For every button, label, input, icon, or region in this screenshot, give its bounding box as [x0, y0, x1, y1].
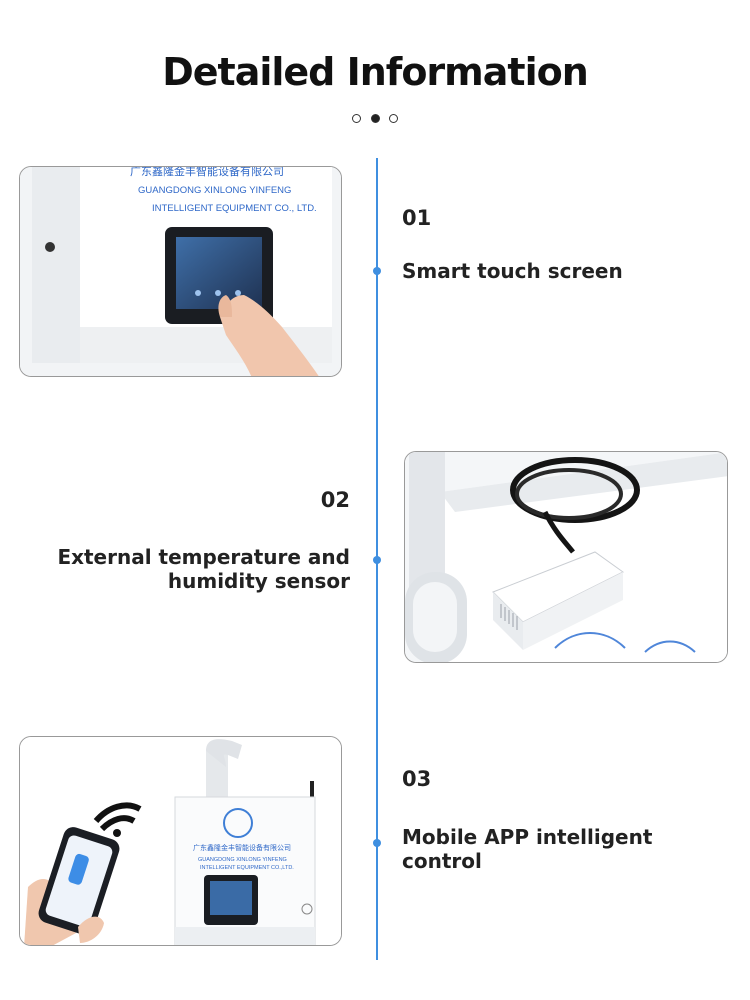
company-name-en-small-1: GUANGDONG XINLONG YINFENG [198, 857, 287, 863]
item-label-03-line-2: control [402, 849, 482, 873]
company-name-en-1: GUANGDONG XINLONG YINFENG [138, 185, 291, 196]
item-number-02: 02 [320, 488, 350, 512]
item-number-03: 03 [402, 767, 432, 791]
company-name-en-small-2: INTELLIGENT EQUIPMENT CO.,LTD. [200, 865, 294, 871]
company-name-cn: 广东鑫隆金丰智能设备有限公司 [130, 167, 284, 178]
mobile-app-image: 广东鑫隆金丰智能设备有限公司 GUANGDONG XINLONG YINFENG… [19, 736, 342, 946]
timeline-node-3 [373, 839, 381, 847]
item-label-03-line-1: Mobile APP intelligent [402, 825, 653, 849]
carousel-indicator [352, 112, 398, 124]
timeline-node-2 [373, 556, 381, 564]
touch-screen-image: 广东鑫隆金丰智能设备有限公司 GUANGDONG XINLONG YINFENG… [19, 166, 342, 377]
item-label-01: Smart touch screen [402, 259, 623, 283]
company-name-cn-small: 广东鑫隆金丰智能设备有限公司 [193, 843, 291, 852]
item-label-03: Mobile APP intelligent control [402, 825, 652, 873]
carousel-dot-3[interactable] [389, 113, 398, 123]
item-label-02-line-1: External temperature and [57, 545, 350, 569]
sensor-image [404, 451, 728, 663]
carousel-dot-2[interactable] [370, 113, 380, 123]
touch-screen-photo: 广东鑫隆金丰智能设备有限公司 GUANGDONG XINLONG YINFENG… [20, 167, 341, 376]
carousel-dot-1[interactable] [352, 113, 361, 123]
timeline-node-1 [373, 267, 381, 275]
item-label-02: External temperature and humidity sensor [40, 545, 350, 593]
mobile-app-photo: 广东鑫隆金丰智能设备有限公司 GUANGDONG XINLONG YINFENG… [20, 737, 341, 945]
item-number-01: 01 [402, 206, 432, 230]
page-title: Detailed Information [162, 50, 589, 94]
sensor-photo [405, 452, 727, 662]
item-label-02-line-2: humidity sensor [167, 569, 350, 593]
company-name-en-2: INTELLIGENT EQUIPMENT CO., LTD. [152, 203, 317, 214]
